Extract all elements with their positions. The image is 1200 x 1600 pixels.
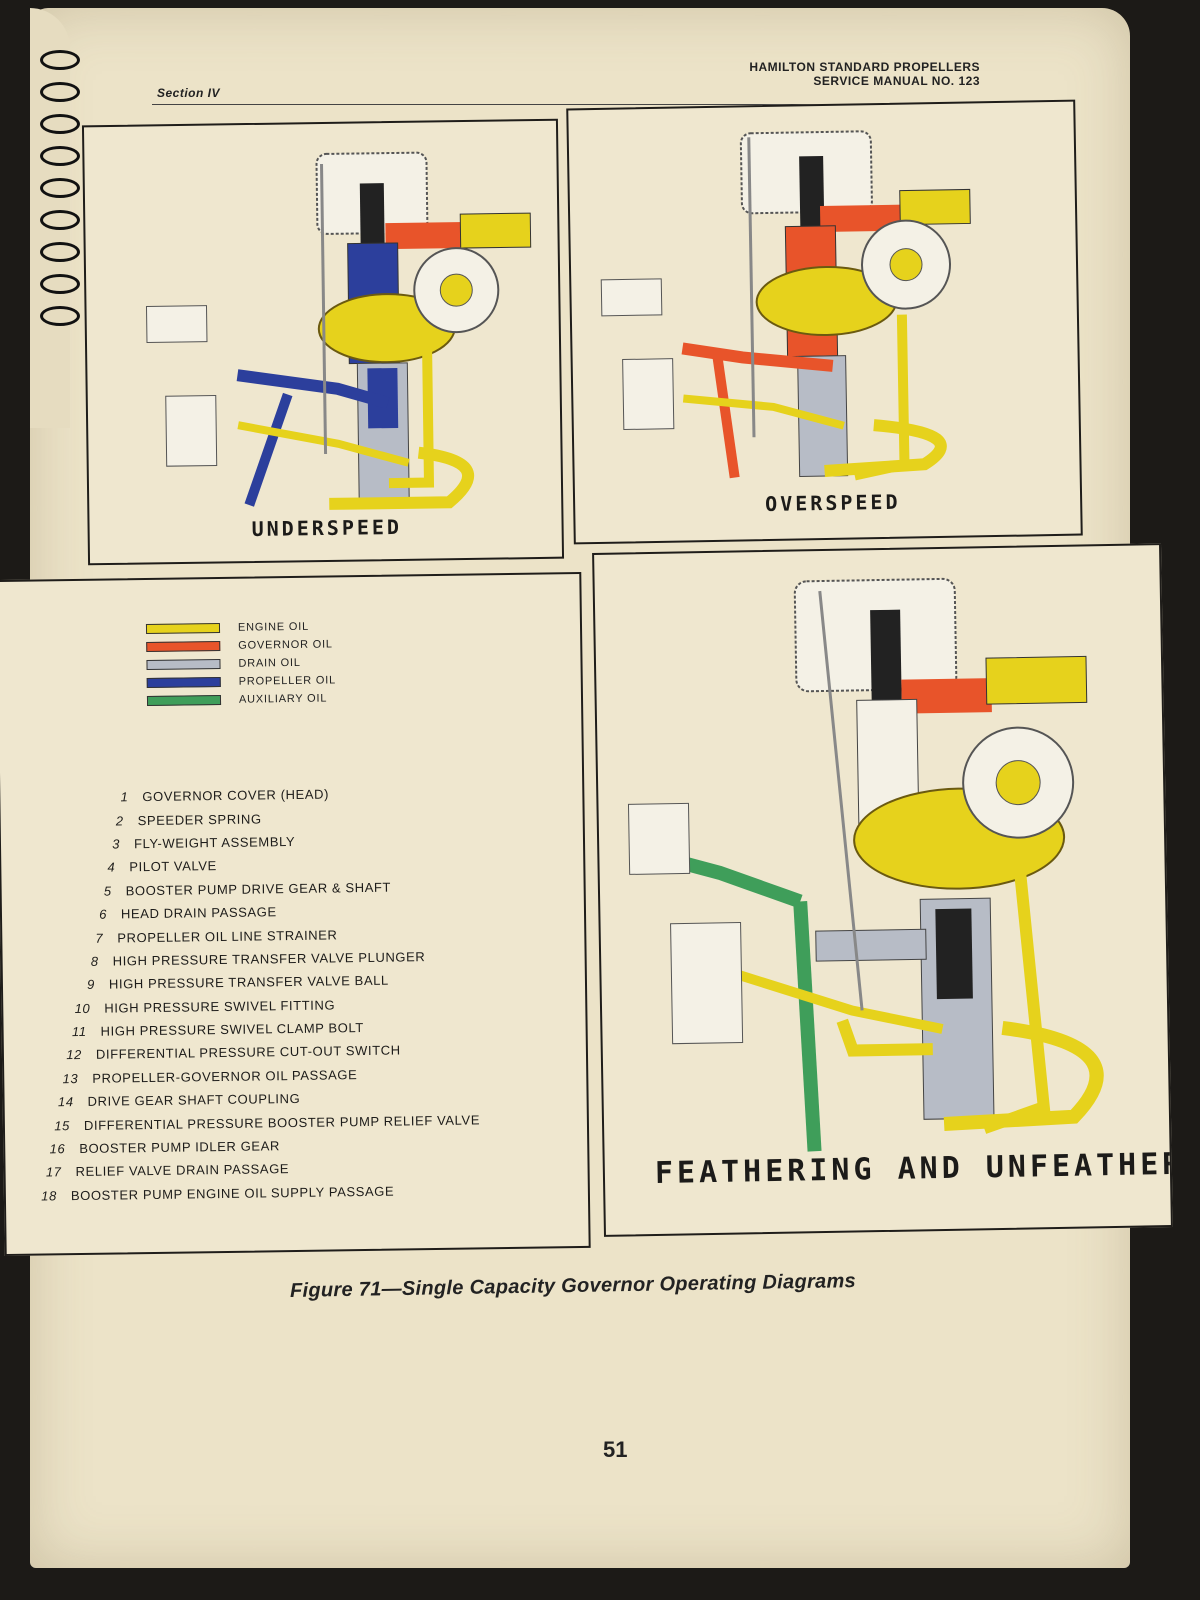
binding-coil bbox=[40, 178, 80, 198]
part-name: HIGH PRESSURE TRANSFER VALVE PLUNGER bbox=[112, 949, 426, 969]
part-name: HIGH PRESSURE SWIVEL FITTING bbox=[104, 997, 336, 1016]
part-name: RELIEF VALVE DRAIN PASSAGE bbox=[75, 1161, 290, 1180]
part-number: 2 bbox=[115, 812, 124, 829]
legend-label: GOVERNOR OIL bbox=[238, 638, 333, 652]
underspeed-diagram bbox=[145, 151, 532, 510]
part-name: BOOSTER PUMP DRIVE GEAR & SHAFT bbox=[125, 879, 392, 899]
legend-label: ENGINE OIL bbox=[237, 620, 310, 634]
legend-panel: ENGINE OIL GOVERNOR OIL DRAIN OIL PROPEL… bbox=[0, 571, 591, 1257]
legend-swatch bbox=[146, 658, 221, 671]
part-name: GOVERNOR COVER (HEAD) bbox=[142, 786, 330, 805]
part-name: DIFFERENTIAL PRESSURE CUT-OUT SWITCH bbox=[95, 1042, 401, 1063]
part-name: DIFFERENTIAL PRESSURE BOOSTER PUMP RELIE… bbox=[83, 1112, 481, 1133]
binding-coil bbox=[40, 274, 80, 294]
manual-title: HAMILTON STANDARD PROPELLERS SERVICE MAN… bbox=[700, 60, 980, 88]
part-number: 17 bbox=[45, 1164, 62, 1180]
part-number: 5 bbox=[103, 883, 112, 899]
part-number: 13 bbox=[62, 1070, 79, 1087]
part-name: PROPELLER OIL LINE STRAINER bbox=[117, 926, 338, 945]
part-name: HEAD DRAIN PASSAGE bbox=[120, 904, 277, 922]
part-number: 11 bbox=[71, 1023, 87, 1040]
part-number: 1 bbox=[120, 789, 129, 805]
section-label: Section IV bbox=[157, 86, 221, 100]
overspeed-label: OVERSPEED bbox=[764, 489, 901, 517]
color-legend: ENGINE OIL GOVERNOR OIL DRAIN OIL PROPEL… bbox=[145, 617, 337, 710]
legend-label: AUXILIARY OIL bbox=[238, 692, 328, 706]
manual-title-line2: SERVICE MANUAL NO. 123 bbox=[813, 74, 980, 88]
overspeed-diagram bbox=[600, 130, 971, 481]
part-name: HIGH PRESSURE TRANSFER VALVE BALL bbox=[108, 972, 389, 992]
part-number: 18 bbox=[41, 1188, 58, 1204]
part-name: BOOSTER PUMP ENGINE OIL SUPPLY PASSAGE bbox=[70, 1183, 395, 1203]
header-rule bbox=[152, 104, 982, 105]
binding-coil bbox=[40, 114, 80, 134]
part-name: HIGH PRESSURE SWIVEL CLAMP BOLT bbox=[100, 1020, 364, 1039]
part-number: 12 bbox=[66, 1047, 83, 1063]
legend-label: PROPELLER OIL bbox=[238, 674, 337, 688]
part-name: DRIVE GEAR SHAFT COUPLING bbox=[87, 1091, 301, 1110]
legend-swatch bbox=[145, 622, 221, 635]
underspeed-label: UNDERSPEED bbox=[251, 514, 403, 542]
feathering-diagram bbox=[627, 577, 1104, 1152]
binding-coil bbox=[40, 210, 80, 230]
parts-list: 1 GOVERNOR COVER (HEAD) 2 SPEEDER SPRING 3… bbox=[12, 780, 481, 1207]
part-number: 9 bbox=[87, 977, 96, 993]
part-name: SPEEDER SPRING bbox=[137, 811, 262, 828]
part-number: 14 bbox=[57, 1094, 74, 1110]
part-name: PROPELLER-GOVERNOR OIL PASSAGE bbox=[92, 1066, 358, 1086]
part-name: FLY-WEIGHT ASSEMBLY bbox=[133, 833, 296, 852]
feathering-panel: FEATHERING AND UNFEATHERI bbox=[592, 543, 1173, 1237]
legend-item: AUXILIARY OIL bbox=[146, 689, 336, 710]
list-item: 18 BOOSTER PUMP ENGINE OIL SUPPLY PASSAGE bbox=[21, 1178, 481, 1208]
part-number: 10 bbox=[74, 1000, 91, 1016]
part-number: 4 bbox=[107, 859, 116, 875]
binding-coil bbox=[40, 242, 80, 262]
binding-coil bbox=[40, 82, 80, 102]
part-number: 7 bbox=[95, 930, 104, 946]
part-number: 16 bbox=[49, 1141, 66, 1157]
underspeed-panel: UNDERSPEED bbox=[81, 118, 565, 566]
binding-coil bbox=[40, 50, 80, 70]
part-number: 3 bbox=[112, 836, 121, 852]
part-number: 15 bbox=[54, 1117, 71, 1134]
page-number: 51 bbox=[603, 1437, 628, 1462]
part-number: 6 bbox=[99, 906, 108, 922]
binding-coil bbox=[40, 146, 80, 166]
part-name: BOOSTER PUMP IDLER GEAR bbox=[79, 1138, 280, 1157]
binding-coil bbox=[40, 306, 80, 326]
manual-title-line1: HAMILTON STANDARD PROPELLERS bbox=[749, 60, 980, 74]
legend-swatch bbox=[146, 676, 221, 689]
legend-label: DRAIN OIL bbox=[238, 656, 301, 670]
overspeed-panel: OVERSPEED bbox=[566, 99, 1083, 545]
part-number: 8 bbox=[90, 953, 99, 969]
legend-swatch bbox=[146, 694, 222, 707]
part-name: PILOT VALVE bbox=[129, 858, 217, 875]
legend-swatch bbox=[146, 640, 221, 653]
